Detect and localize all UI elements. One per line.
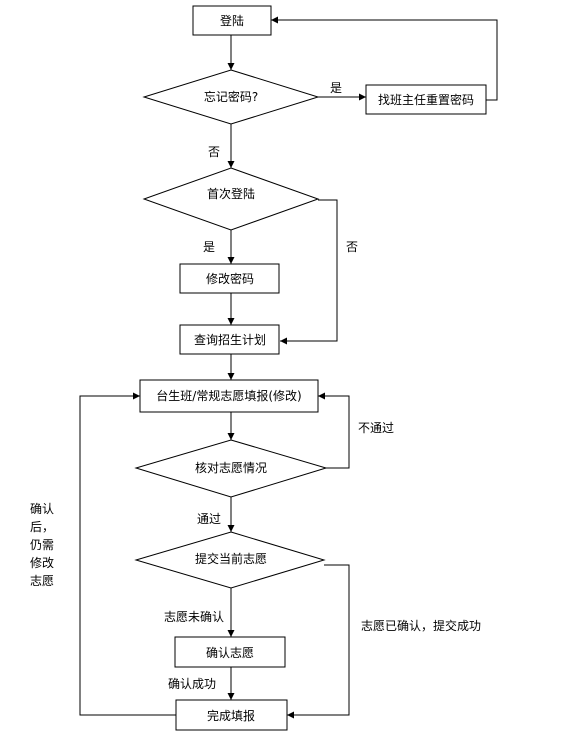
label-no-first: 否 (346, 240, 358, 254)
node-complete-label: 完成填报 (207, 708, 255, 723)
node-complete: 完成填报 (175, 699, 288, 731)
node-reset-password: 找班主任重置密码 (365, 84, 487, 115)
edge-complete-fill (79, 392, 176, 716)
node-check-label: 核对志愿情况 (195, 461, 267, 475)
label-after-confirm-line: 志愿 (30, 574, 54, 588)
node-reset-password-label: 找班主任重置密码 (378, 92, 474, 107)
edge-first-query (280, 199, 338, 345)
label-after-confirm-line: 确认 (30, 502, 54, 516)
label-confirmed-success: 志愿已确认，提交成功 (361, 618, 481, 633)
node-fill-in-label: 台生班/常规志愿填报(修改) (156, 388, 301, 403)
label-not-pass: 不通过 (358, 421, 394, 435)
node-fill-in: 台生班/常规志愿填报(修改) (139, 379, 319, 413)
label-after-confirm-line: 后， (30, 520, 54, 534)
connectors (79, 16, 498, 719)
node-change-password-label: 修改密码 (206, 271, 254, 286)
label-confirm-success: 确认成功 (168, 677, 216, 691)
node-change-password: 修改密码 (179, 263, 280, 294)
node-first-login: 首次登陆 (142, 167, 320, 231)
node-confirm-label: 确认志愿 (206, 646, 254, 660)
node-first-login-label: 首次登陆 (207, 186, 255, 201)
label-unconfirmed: 志愿未确认 (164, 610, 224, 624)
node-login-label: 登陆 (220, 13, 244, 28)
node-submit: 提交当前志愿 (134, 531, 326, 589)
label-after-confirm-line: 仍需 (30, 538, 54, 552)
node-submit-label: 提交当前志愿 (195, 551, 267, 566)
label-yes-forgot: 是 (330, 81, 342, 95)
label-after-confirm-line: 修改 (30, 555, 54, 570)
node-check: 核对志愿情况 (134, 439, 328, 498)
edge-submit-complete (287, 564, 350, 719)
node-forgot-password-label: 忘记密码? (204, 89, 258, 104)
label-pass: 通过 (197, 512, 221, 526)
node-login: 登陆 (192, 5, 272, 36)
label-after-confirm: 确认 后， 仍需 修改 志愿 (30, 502, 54, 588)
edge-reset-login (271, 16, 498, 101)
label-no-forgot: 否 (208, 145, 220, 159)
node-query-plan: 查询招生计划 (179, 324, 280, 355)
node-query-plan-label: 查询招生计划 (194, 333, 266, 347)
node-confirm: 确认志愿 (174, 636, 286, 668)
edge-check-fill (318, 392, 350, 469)
node-forgot-password: 忘记密码? (142, 69, 320, 125)
label-yes-first: 是 (203, 240, 215, 254)
